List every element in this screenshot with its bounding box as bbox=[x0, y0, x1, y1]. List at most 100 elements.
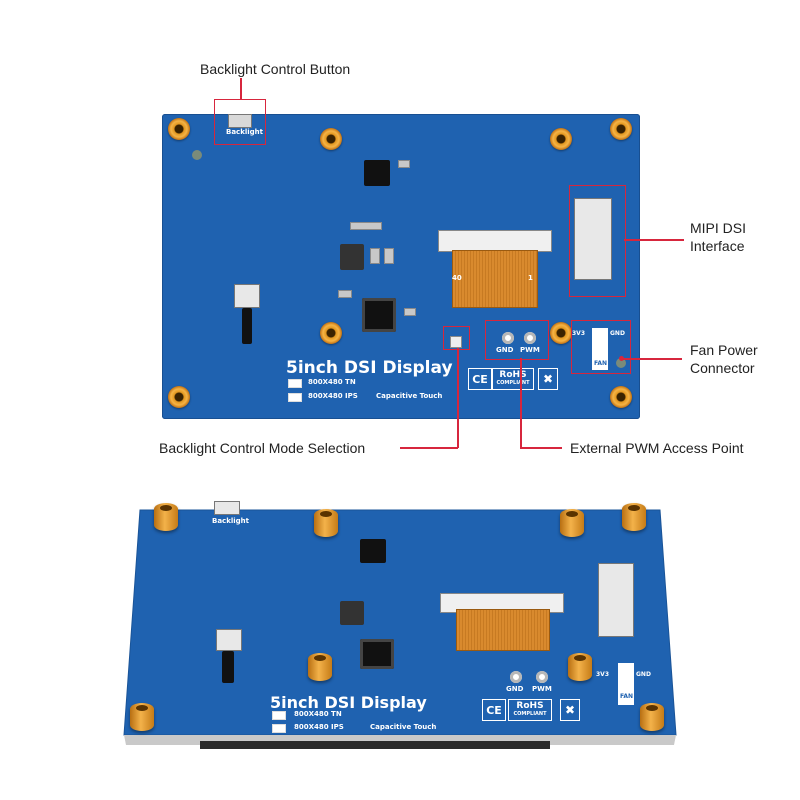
fan-label: FAN bbox=[594, 360, 608, 367]
mcu-chip bbox=[362, 298, 396, 332]
fpc-number-right: 1 bbox=[528, 274, 533, 282]
board-title: 5inch DSI Display bbox=[270, 693, 427, 712]
angled-board-shape bbox=[123, 509, 677, 749]
ce-mark: CE bbox=[482, 699, 506, 721]
option-ips: 800X480 IPS bbox=[294, 723, 344, 731]
weee-icon: ✖ bbox=[538, 368, 558, 390]
standoff bbox=[154, 503, 178, 531]
capacitive-touch: Capacitive Touch bbox=[370, 723, 437, 731]
display-board-back-view: Backlight 40 1 GND PWM 3V3 GND FAN bbox=[162, 114, 640, 419]
standoff bbox=[320, 322, 342, 344]
fan-gnd-label: GND bbox=[636, 671, 651, 678]
leader-line bbox=[624, 239, 684, 241]
compliant-label: COMPLIANT bbox=[513, 711, 547, 717]
callout-fan-power: Fan Power Connector bbox=[690, 342, 758, 376]
highlight-backlight-button bbox=[214, 99, 266, 145]
touch-connector bbox=[216, 629, 242, 651]
standoff bbox=[130, 703, 154, 731]
fan-3v3-label: 3V3 bbox=[596, 671, 609, 678]
fpc-number-left: 40 bbox=[452, 274, 462, 282]
capacitive-touch: Capacitive Touch bbox=[376, 392, 443, 400]
led bbox=[192, 150, 202, 160]
leader-line bbox=[520, 358, 522, 448]
mcu-chip bbox=[360, 639, 394, 669]
standoff bbox=[568, 653, 592, 681]
gnd-label: GND bbox=[506, 685, 524, 693]
callout-external-pwm: External PWM Access Point bbox=[570, 440, 744, 456]
leader-line bbox=[520, 447, 562, 449]
leader-line bbox=[457, 348, 459, 448]
led bbox=[616, 358, 626, 368]
standoff bbox=[550, 128, 572, 150]
backlight-button-body bbox=[214, 501, 240, 515]
fan-connector bbox=[618, 663, 634, 705]
gnd-pad bbox=[510, 671, 522, 683]
callout-backlight-mode: Backlight Control Mode Selection bbox=[159, 440, 366, 456]
pwm-label: PWM bbox=[532, 685, 552, 693]
standoff bbox=[610, 386, 632, 408]
leader-dot bbox=[619, 356, 624, 361]
mipi-dsi-connector bbox=[598, 563, 634, 637]
inductor bbox=[340, 244, 364, 270]
smd-component bbox=[338, 290, 352, 298]
smd-component bbox=[398, 160, 410, 168]
fan-label: FAN bbox=[620, 693, 634, 700]
tn-checkbox bbox=[288, 379, 302, 388]
standoff bbox=[168, 118, 190, 140]
callout-backlight-button: Backlight Control Button bbox=[200, 61, 351, 77]
display-board-angled-view: Backlight GND PWM 3V3 GND FAN 5inch DSI … bbox=[120, 501, 680, 755]
standoff bbox=[308, 653, 332, 681]
board-title: 5inch DSI Display bbox=[286, 358, 453, 378]
leader-line bbox=[400, 447, 458, 449]
option-tn: 800X480 TN bbox=[294, 710, 342, 718]
highlight-mipi-dsi bbox=[569, 185, 626, 297]
ips-checkbox bbox=[288, 393, 302, 402]
ribbon-small bbox=[242, 308, 252, 344]
fpc-connector bbox=[438, 230, 552, 252]
mode-jumper bbox=[450, 336, 462, 348]
touch-connector bbox=[234, 284, 260, 308]
backlight-label: Backlight bbox=[212, 517, 250, 525]
inductor bbox=[340, 601, 364, 625]
standoff bbox=[622, 503, 646, 531]
gnd-pad bbox=[502, 332, 514, 344]
ribbon-small bbox=[222, 651, 234, 683]
smd-component bbox=[404, 308, 416, 316]
fan-connector bbox=[592, 328, 608, 370]
ce-label: CE bbox=[472, 372, 488, 386]
ce-label: CE bbox=[486, 703, 502, 717]
highlight-mode-select bbox=[443, 326, 470, 350]
standoff bbox=[640, 703, 664, 731]
rohs-label: RoHS bbox=[499, 370, 527, 380]
pwm-label: PWM bbox=[520, 346, 540, 354]
smd-component bbox=[370, 248, 380, 264]
standoff bbox=[168, 386, 190, 408]
ce-mark: CE bbox=[468, 368, 492, 390]
ic-chip bbox=[360, 539, 386, 563]
rohs-mark: RoHS COMPLIANT bbox=[492, 368, 534, 390]
pwm-pad bbox=[536, 671, 548, 683]
rohs-mark: RoHS COMPLIANT bbox=[508, 699, 552, 721]
smd-component bbox=[384, 248, 394, 264]
standoff bbox=[610, 118, 632, 140]
tn-checkbox bbox=[272, 711, 286, 720]
standoff bbox=[550, 322, 572, 344]
fpc-ribbon bbox=[456, 609, 550, 651]
highlight-fan-power bbox=[571, 320, 631, 374]
gnd-label: GND bbox=[496, 346, 514, 354]
smd-component bbox=[350, 222, 382, 230]
fan-gnd-label: GND bbox=[610, 330, 625, 337]
mipi-dsi-connector bbox=[574, 198, 612, 280]
highlight-pwm bbox=[485, 320, 549, 360]
standoff bbox=[320, 128, 342, 150]
fan-3v3-label: 3V3 bbox=[572, 330, 585, 337]
backlight-button-body bbox=[228, 114, 252, 128]
ic-chip bbox=[364, 160, 390, 186]
fpc-ribbon bbox=[452, 250, 538, 308]
leader-line bbox=[622, 358, 682, 360]
rohs-label: RoHS bbox=[516, 701, 544, 711]
standoff bbox=[560, 509, 584, 537]
leader-line bbox=[240, 78, 242, 99]
standoff bbox=[314, 509, 338, 537]
